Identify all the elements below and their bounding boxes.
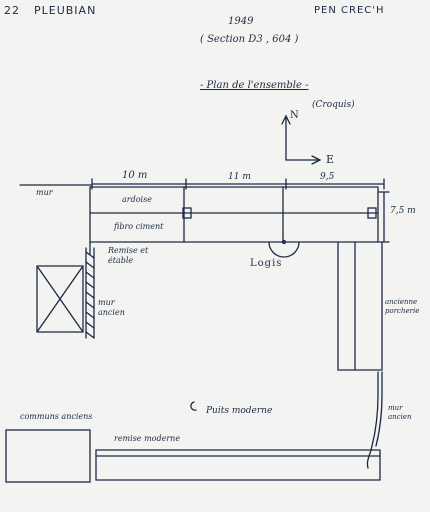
east-arrow — [285, 155, 322, 165]
stair-center — [281, 239, 287, 245]
old-wall-right-2 — [375, 371, 383, 447]
remise-etable-label: Remise et étable — [108, 246, 149, 265]
old-wall-double — [85, 247, 95, 339]
north-label: N — [290, 110, 299, 121]
wall-label-left: mur — [36, 188, 53, 197]
remise-moderne-label: remise moderne — [114, 434, 181, 443]
well-label: Puits moderne — [206, 406, 273, 416]
dimension-vertical — [378, 191, 390, 243]
porcherie-wing — [337, 241, 383, 371]
communs-box — [5, 429, 91, 483]
dimension-1: 10 m — [122, 170, 148, 181]
plan-subtitle: (Croquis) — [312, 100, 355, 110]
commune-name: PLEUBIAN — [34, 4, 97, 17]
ardoise-label: ardoise — [122, 195, 152, 204]
communs-label: communs anciens — [20, 412, 93, 421]
porcherie-label: ancienne porcherie — [385, 298, 420, 315]
plan-title: - Plan de l'ensemble - — [200, 80, 309, 91]
dimension-3: 9,5 — [320, 172, 335, 182]
old-wall-right-label: mur ancien — [388, 404, 412, 421]
main-building-outline — [89, 186, 379, 243]
old-wall-right — [366, 371, 379, 469]
year: 1949 — [228, 16, 254, 27]
cadastral-section: ( Section D3 , 604 ) — [200, 34, 299, 45]
stair-tower — [268, 241, 300, 258]
chimney-right — [367, 207, 377, 219]
dimension-2: 11 m — [228, 172, 251, 182]
old-wall-label: mur ancien — [98, 298, 125, 317]
old-wall-hatch — [85, 251, 95, 339]
dimension-height: 7,5 m — [390, 206, 416, 216]
fibro-label: fibro ciment — [114, 222, 164, 231]
crossed-box — [36, 265, 84, 333]
north-arrow — [281, 114, 291, 161]
chimney-left — [182, 207, 192, 219]
place-name: PEN CREC'H — [314, 5, 385, 16]
logis-label: Logis — [250, 258, 283, 269]
east-label: E — [326, 153, 335, 166]
remise-moderne-outline — [95, 449, 381, 481]
dimension-line — [91, 178, 385, 190]
well — [190, 401, 197, 411]
page-number: 22 — [4, 4, 20, 17]
